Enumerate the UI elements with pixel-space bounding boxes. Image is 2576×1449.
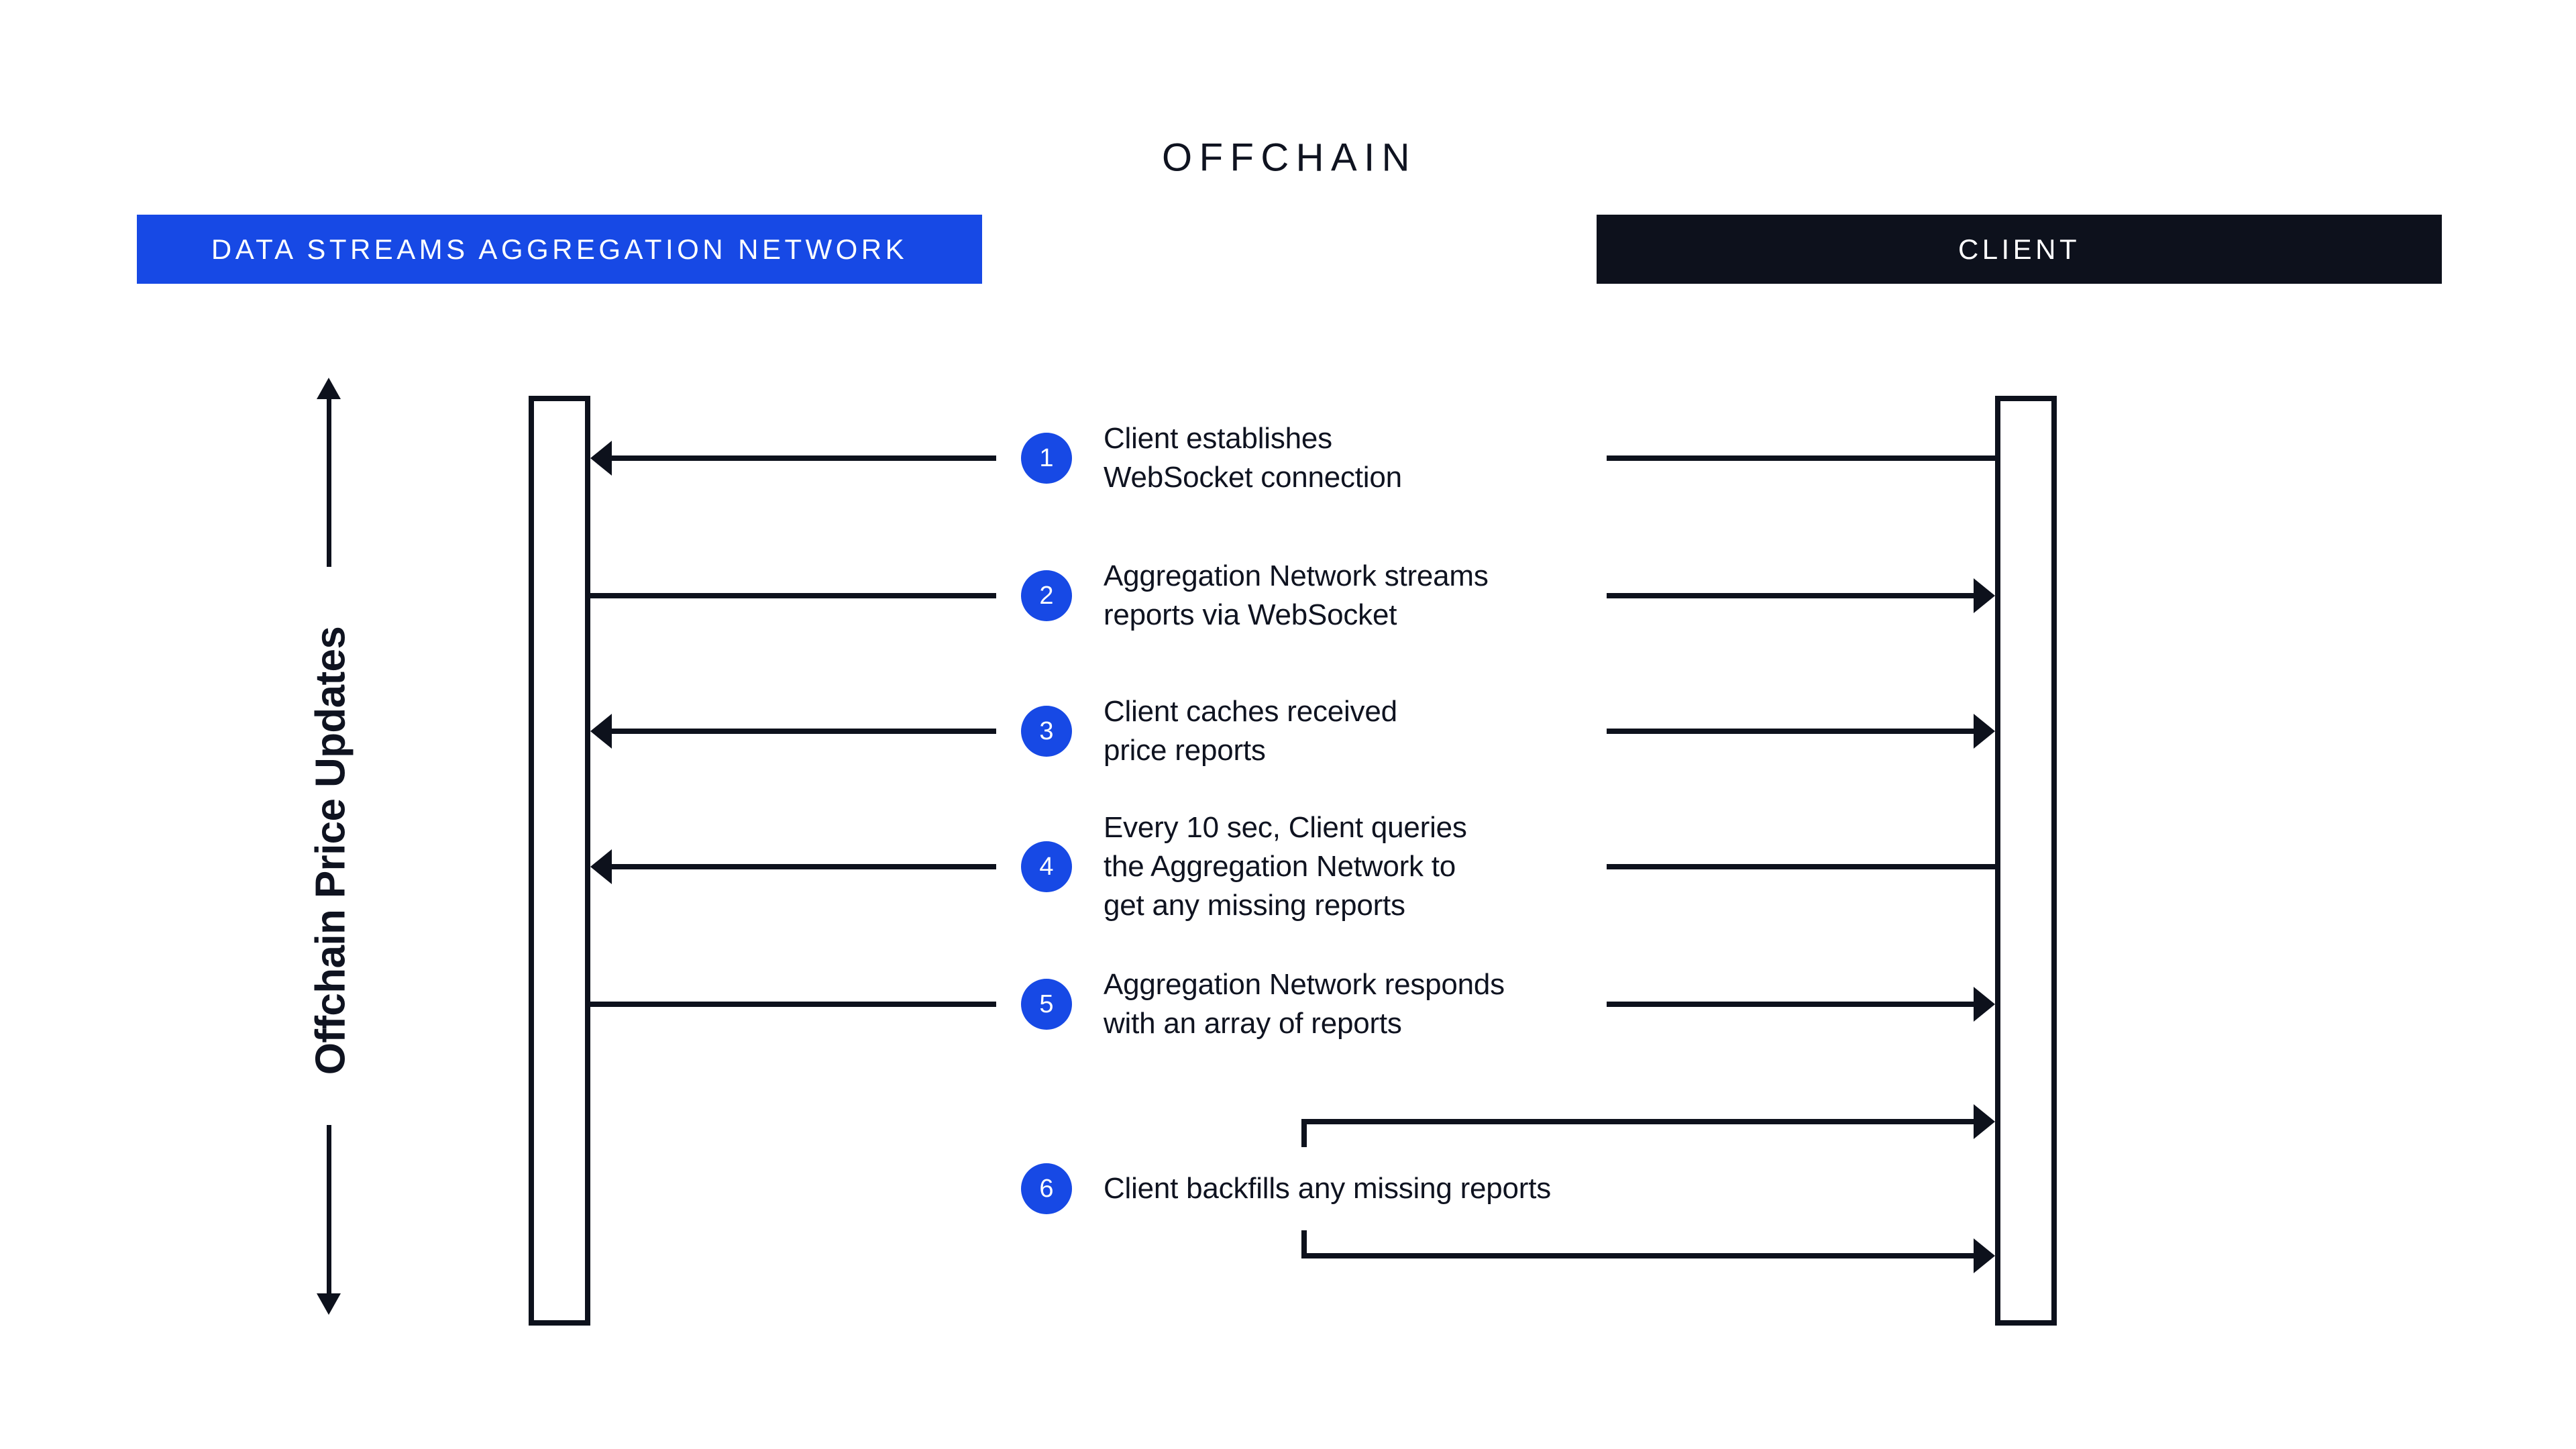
message-line-step3-left <box>604 729 996 734</box>
step-badge-2: 2 <box>1021 570 1072 621</box>
step-badge-1: 1 <box>1021 433 1072 484</box>
bracket-stub-bottom <box>1301 1230 1307 1256</box>
step-label-2: Aggregation Network streams reports via … <box>1104 559 1489 631</box>
network-activation-bar <box>529 396 590 1326</box>
message-line-step2-left <box>590 593 996 598</box>
arrowhead-right-step5-icon <box>1974 987 1995 1022</box>
arrowhead-left-step1-icon <box>590 441 612 476</box>
message-line-step4-right <box>1607 864 1995 869</box>
step-badge-3: 3 <box>1021 706 1072 757</box>
arrowhead-left-step3-icon <box>590 714 612 749</box>
arrow-up-icon <box>317 378 341 399</box>
client-lane-header: CLIENT <box>1597 215 2442 284</box>
client-lane-label: CLIENT <box>1957 233 2081 265</box>
message-line-step3-right <box>1607 729 1982 734</box>
network-lane-label: DATA STREAMS AGGREGATION NETWORK <box>211 233 908 265</box>
page-title: OFFCHAIN <box>1162 136 1417 180</box>
arrowhead-left-step4-icon <box>590 849 612 884</box>
axis-line-upper <box>327 396 331 567</box>
message-line-step4-left <box>604 864 996 869</box>
axis-line-lower <box>327 1125 331 1296</box>
network-lane-header: DATA STREAMS AGGREGATION NETWORK <box>137 215 982 284</box>
message-line-step6-bottom <box>1301 1253 1982 1258</box>
step-label-5: Aggregation Network responds with an arr… <box>1104 967 1505 1040</box>
message-line-step1-left <box>604 455 996 461</box>
step-label-1: Client establishes WebSocket connection <box>1104 421 1402 494</box>
message-line-step5-right <box>1607 1002 1982 1007</box>
side-axis-label: Offchain Price Updates <box>307 626 354 1075</box>
arrowhead-right-step2-icon <box>1974 578 1995 613</box>
arrow-down-icon <box>317 1293 341 1315</box>
step-badge-6: 6 <box>1021 1163 1072 1214</box>
message-line-step6-top <box>1301 1119 1982 1124</box>
message-line-step1-right <box>1607 455 1995 461</box>
arrowhead-right-step3-icon <box>1974 714 1995 749</box>
step-label-3: Client caches received price reports <box>1104 694 1397 767</box>
message-line-step5-left <box>590 1002 996 1007</box>
step-label-4: Every 10 sec, Client queries the Aggrega… <box>1104 810 1467 922</box>
arrowhead-right-step6-bottom-icon <box>1974 1238 1995 1273</box>
arrowhead-right-step6-top-icon <box>1974 1104 1995 1139</box>
step-badge-4: 4 <box>1021 841 1072 892</box>
step-label-6: Client backfills any missing reports <box>1104 1171 1551 1205</box>
step-badge-5: 5 <box>1021 979 1072 1030</box>
client-activation-bar <box>1995 396 2057 1326</box>
message-line-step2-right <box>1607 593 1982 598</box>
bracket-stub-top <box>1301 1122 1307 1147</box>
